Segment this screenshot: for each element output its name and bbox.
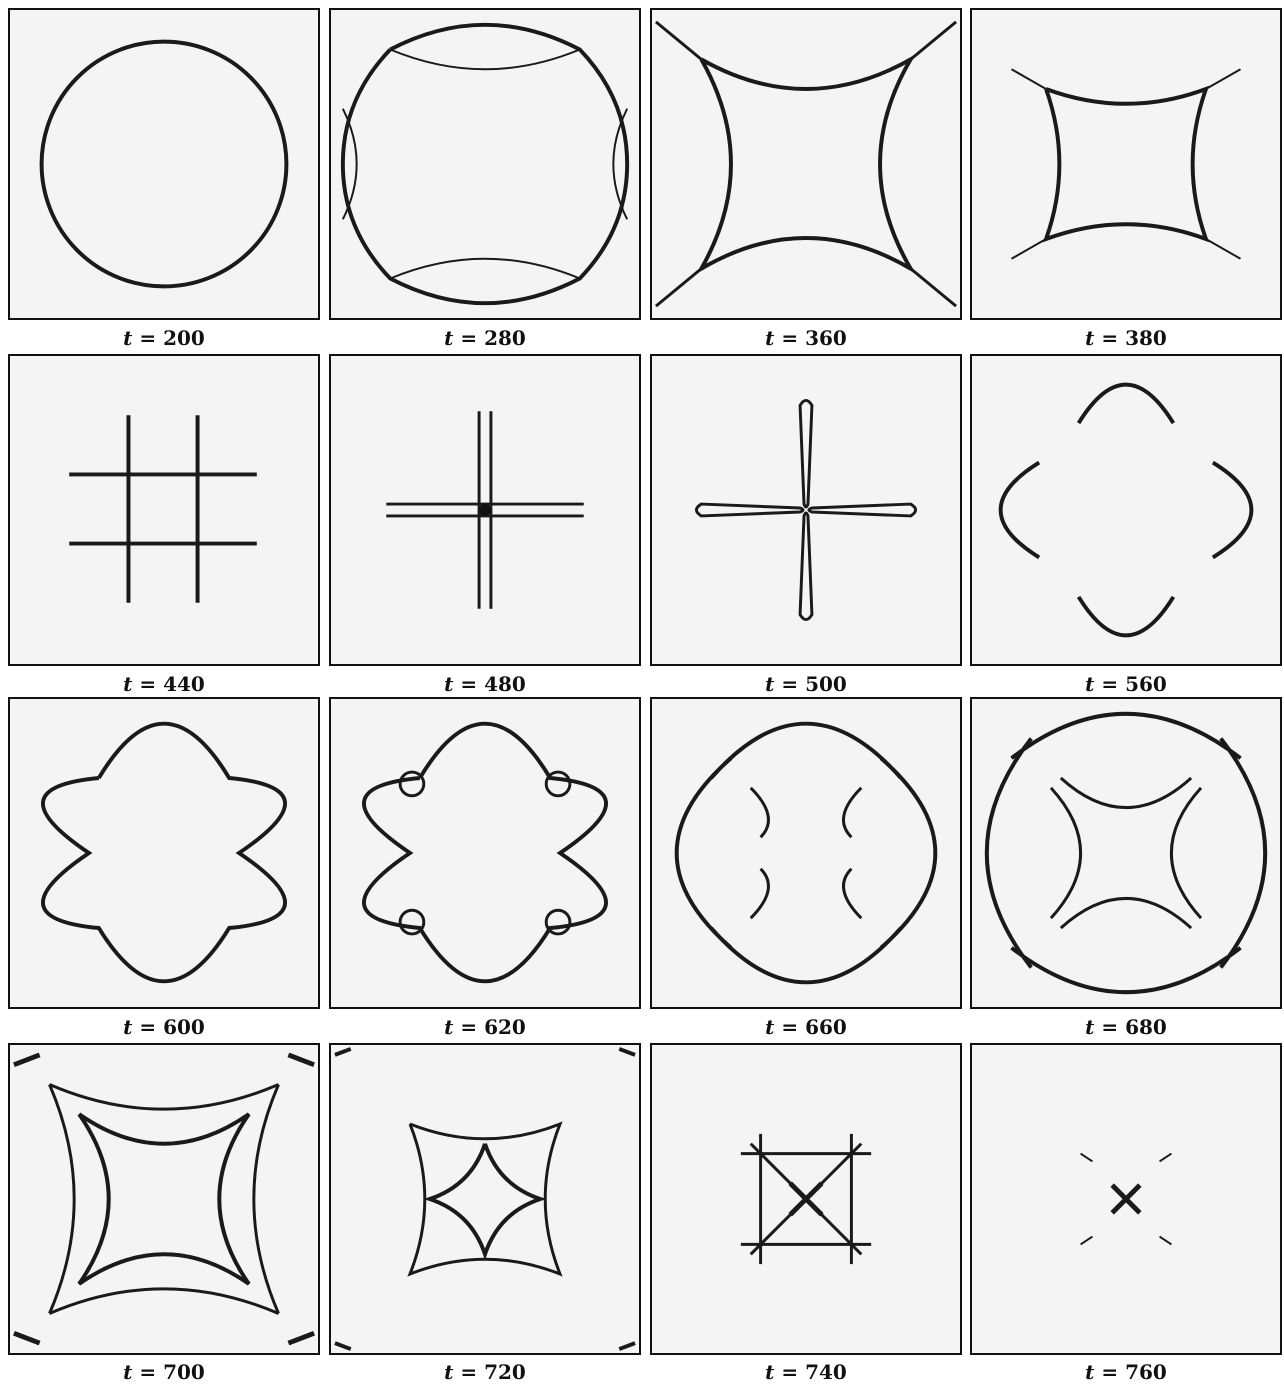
front-plot xyxy=(331,356,639,664)
panel-caption: t = 360 xyxy=(650,326,962,350)
panel-t620 xyxy=(329,697,641,1009)
caption-time-value: 380 xyxy=(1125,326,1167,350)
front-plot xyxy=(972,699,1280,1007)
caption-time-value: 500 xyxy=(805,672,847,696)
panel-caption: t = 720 xyxy=(329,1360,641,1384)
caption-time-value: 680 xyxy=(1125,1015,1167,1039)
panel-t560 xyxy=(970,354,1282,666)
front-plot xyxy=(972,356,1280,664)
panel-caption: t = 760 xyxy=(970,1360,1282,1384)
panel-t700 xyxy=(8,1043,320,1355)
caption-time-value: 200 xyxy=(163,326,205,350)
caption-time-value: 280 xyxy=(484,326,526,350)
front-plot xyxy=(972,1045,1280,1353)
caption-equals: = xyxy=(453,1015,484,1039)
caption-time-value: 560 xyxy=(1125,672,1167,696)
panel-caption: t = 660 xyxy=(650,1015,962,1039)
front-plot xyxy=(331,699,639,1007)
front-plot xyxy=(652,1045,960,1353)
front-plot xyxy=(10,356,318,664)
caption-equals: = xyxy=(1094,1015,1125,1039)
caption-equals: = xyxy=(132,1360,163,1384)
front-plot xyxy=(10,1045,318,1353)
caption-equals: = xyxy=(1094,326,1125,350)
caption-equals: = xyxy=(1094,672,1125,696)
caption-time-value: 480 xyxy=(484,672,526,696)
panel-caption: t = 500 xyxy=(650,672,962,696)
caption-time-value: 720 xyxy=(484,1360,526,1384)
panel-t280 xyxy=(329,8,641,320)
panel-t680 xyxy=(970,697,1282,1009)
panel-t720 xyxy=(329,1043,641,1355)
panel-t360 xyxy=(650,8,962,320)
panel-t740 xyxy=(650,1043,962,1355)
front-plot xyxy=(652,10,960,318)
caption-time-value: 440 xyxy=(163,672,205,696)
caption-time-value: 760 xyxy=(1125,1360,1167,1384)
panel-caption: t = 600 xyxy=(8,1015,320,1039)
front-plot xyxy=(652,356,960,664)
panel-caption: t = 480 xyxy=(329,672,641,696)
panel-caption: t = 680 xyxy=(970,1015,1282,1039)
panel-caption: t = 440 xyxy=(8,672,320,696)
front-plot xyxy=(331,1045,639,1353)
caption-equals: = xyxy=(453,672,484,696)
front-plot xyxy=(972,10,1280,318)
caption-equals: = xyxy=(132,1015,163,1039)
panel-t440 xyxy=(8,354,320,666)
panel-caption: t = 740 xyxy=(650,1360,962,1384)
caption-time-value: 620 xyxy=(484,1015,526,1039)
caption-equals: = xyxy=(453,1360,484,1384)
front-plot xyxy=(331,10,639,318)
front-plot xyxy=(10,699,318,1007)
panel-caption: t = 620 xyxy=(329,1015,641,1039)
caption-time-value: 360 xyxy=(805,326,847,350)
caption-equals: = xyxy=(132,326,163,350)
front-plot xyxy=(10,10,318,318)
caption-equals: = xyxy=(774,326,805,350)
front-plot xyxy=(652,699,960,1007)
panel-caption: t = 700 xyxy=(8,1360,320,1384)
caption-equals: = xyxy=(132,672,163,696)
panel-t660 xyxy=(650,697,962,1009)
panel-t380 xyxy=(970,8,1282,320)
panel-t500 xyxy=(650,354,962,666)
panel-t600 xyxy=(8,697,320,1009)
caption-equals: = xyxy=(1094,1360,1125,1384)
panel-t760 xyxy=(970,1043,1282,1355)
caption-equals: = xyxy=(774,672,805,696)
panel-caption: t = 200 xyxy=(8,326,320,350)
caption-time-value: 600 xyxy=(163,1015,205,1039)
caption-equals: = xyxy=(453,326,484,350)
panel-t480 xyxy=(329,354,641,666)
panel-caption: t = 380 xyxy=(970,326,1282,350)
caption-time-value: 700 xyxy=(163,1360,205,1384)
caption-equals: = xyxy=(774,1015,805,1039)
caption-equals: = xyxy=(774,1360,805,1384)
caption-time-value: 660 xyxy=(805,1015,847,1039)
panel-caption: t = 280 xyxy=(329,326,641,350)
panel-caption: t = 560 xyxy=(970,672,1282,696)
panel-t200 xyxy=(8,8,320,320)
caption-time-value: 740 xyxy=(805,1360,847,1384)
